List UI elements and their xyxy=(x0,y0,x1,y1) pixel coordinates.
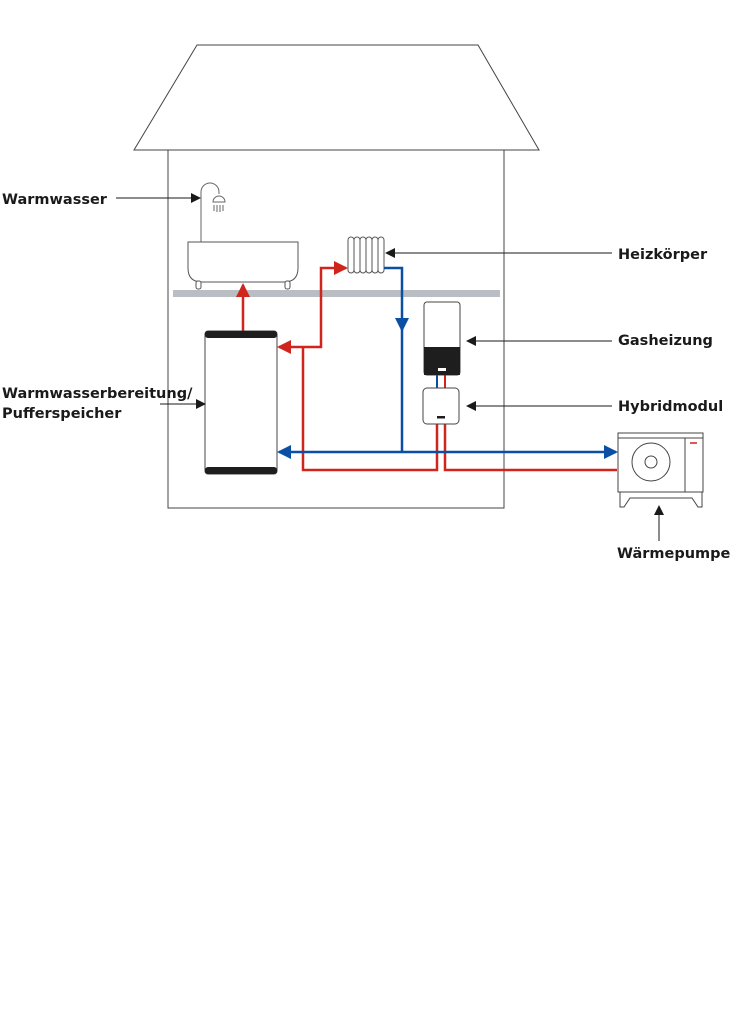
label-speicher-line1: Warmwasserbereitung/ xyxy=(2,386,193,402)
gas-boiler xyxy=(423,301,461,376)
bathtub-icon xyxy=(187,241,299,290)
label-gasheizung: Gasheizung xyxy=(618,333,713,349)
hot-pipe-to-radiator xyxy=(303,261,348,349)
house-roof xyxy=(133,44,540,151)
cold-pipe-radiator-return xyxy=(384,266,409,332)
label-warmwasser: Warmwasser xyxy=(2,192,108,208)
label-hybridmodul: Hybridmodul xyxy=(618,399,723,415)
label-waermepumpe: Wärmepumpe xyxy=(617,546,731,562)
hot-pipe-heatpump xyxy=(443,424,617,472)
house-body xyxy=(167,149,505,509)
heat-pump xyxy=(617,432,704,508)
shower-icon xyxy=(200,182,226,242)
buffer-tank xyxy=(204,330,278,475)
label-speicher-line2: Pufferspeicher xyxy=(2,406,122,422)
label-heizkoerper: Heizkörper xyxy=(618,247,708,263)
hot-pipe-hybrid-loop xyxy=(301,347,439,472)
radiator-icon xyxy=(347,236,385,274)
hybrid-module xyxy=(422,387,460,425)
floor-slab xyxy=(173,290,500,297)
